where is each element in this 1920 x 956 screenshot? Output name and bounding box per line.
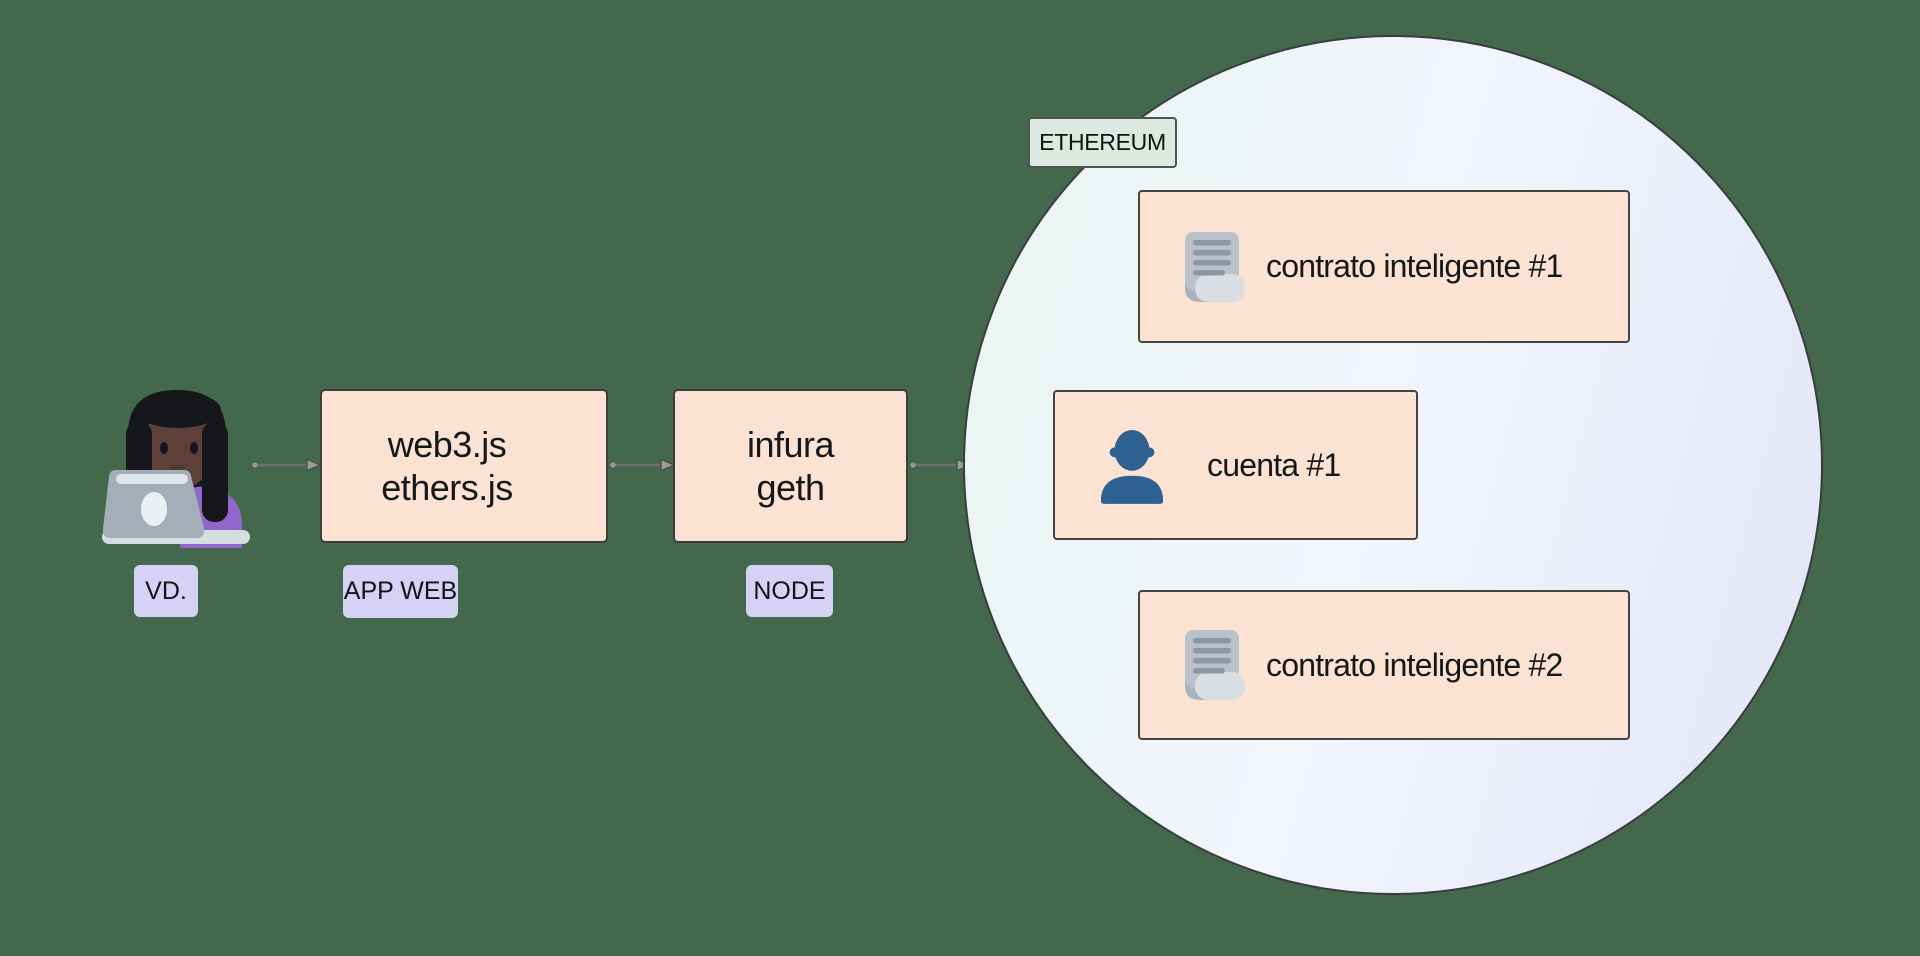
arrow-actor-to-appweb xyxy=(250,458,322,472)
label-ethereum: ETHEREUM xyxy=(1028,117,1177,168)
label-actor-text: VD. xyxy=(145,576,187,605)
smart-contract-1-box: contrato inteligente #1 xyxy=(1138,190,1630,343)
account-1-box: cuenta #1 xyxy=(1053,390,1418,540)
person-icon xyxy=(1097,426,1167,504)
label-app-web: APP WEB xyxy=(343,565,458,618)
smart-contract-2-box: contrato inteligente #2 xyxy=(1138,590,1630,740)
box-app-web: web3.js ethers.js xyxy=(320,389,608,543)
box-app-web-line2: ethers.js xyxy=(381,467,513,508)
box-node: infura geth xyxy=(673,389,908,543)
label-actor: VD. xyxy=(134,565,198,617)
box-node-line1: infura xyxy=(746,424,835,465)
scroll-icon xyxy=(1178,228,1252,306)
arrow-appweb-to-node xyxy=(608,458,676,472)
label-node-text: NODE xyxy=(753,576,826,605)
account-1-label: cuenta #1 xyxy=(1207,446,1341,483)
scroll-icon xyxy=(1178,626,1252,704)
smart-contract-1-label: contrato inteligente #1 xyxy=(1266,248,1563,284)
label-ethereum-text: ETHEREUM xyxy=(1039,129,1166,155)
label-node: NODE xyxy=(746,565,833,617)
box-node-line2: geth xyxy=(756,467,825,508)
label-app-web-text: APP WEB xyxy=(343,577,458,605)
smart-contract-2-label: contrato inteligente #2 xyxy=(1266,646,1563,683)
woman-technologist-emoji xyxy=(102,390,250,548)
box-app-web-line1: web3.js xyxy=(387,424,507,465)
